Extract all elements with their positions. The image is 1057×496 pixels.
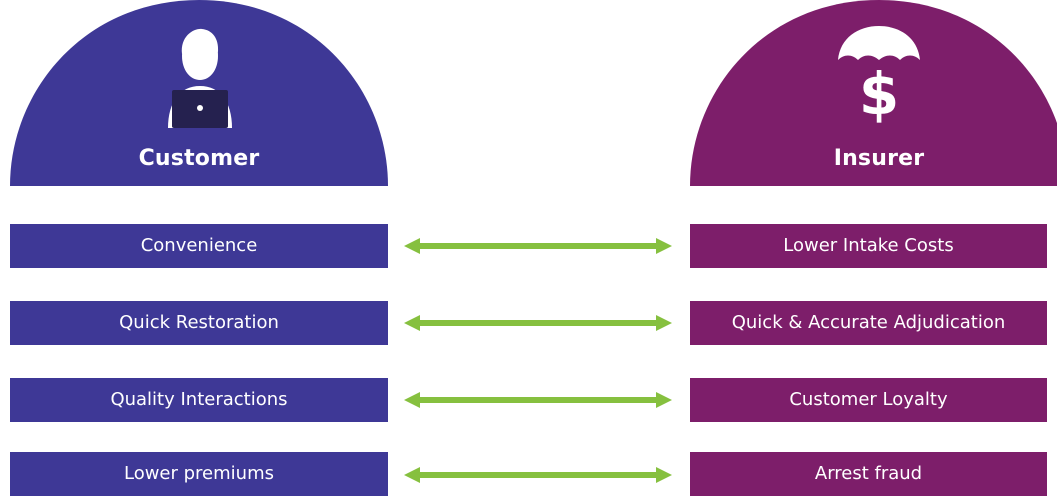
customer-benefit-convenience: Convenience [10, 224, 388, 268]
insurer-benefit-quick-accurate-adjudication: Quick & Accurate Adjudication [690, 301, 1047, 345]
customer-benefit-quality-interactions: Quality Interactions [10, 378, 388, 422]
insurer-benefit-customer-loyalty: Customer Loyalty [690, 378, 1047, 422]
double-headed-arrow-icon [404, 238, 672, 254]
insurer-dome-shape [690, 0, 1057, 186]
insurer-title: Insurer [833, 146, 925, 171]
customer-benefit-quick-restoration: Quick Restoration [10, 301, 388, 345]
insurer-header: $ Insurer [690, 0, 1057, 186]
double-headed-arrow-icon [404, 467, 672, 483]
customer-title: Customer [138, 146, 260, 171]
double-headed-arrow-icon [404, 315, 672, 331]
insurer-benefit-arrest-fraud: Arrest fraud [690, 452, 1047, 496]
customer-header: Customer [10, 0, 388, 186]
double-headed-arrow-icon [404, 392, 672, 408]
svg-text:$: $ [859, 60, 899, 124]
customer-benefit-lower-premiums: Lower premiums [10, 452, 388, 496]
person-with-laptop-icon [168, 28, 232, 128]
insurer-benefit-lower-intake-costs: Lower Intake Costs [690, 224, 1047, 268]
umbrella-dollar-icon: $ [838, 26, 920, 124]
